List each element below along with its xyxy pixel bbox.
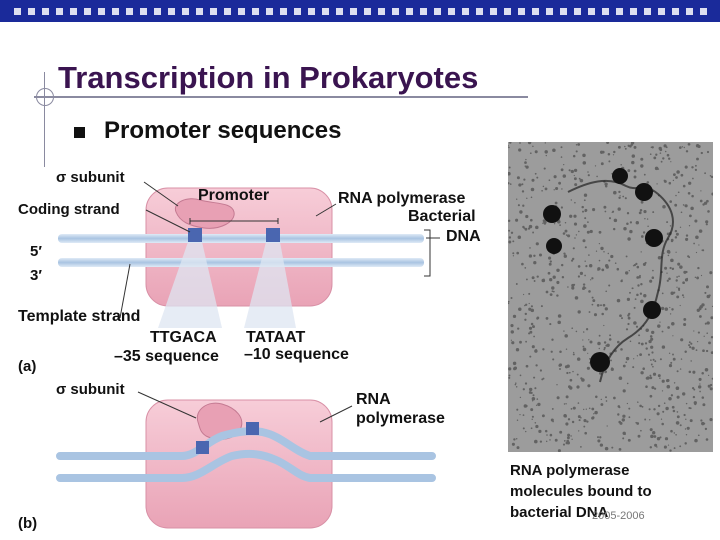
dna-end-bracket [424,229,431,277]
polymerase-molecule [543,205,561,223]
bullet-promoter-sequences: Promoter sequences [104,117,342,144]
slide-title: Transcription in Prokaryotes [58,60,479,95]
caption-line-3: bacterial DNA [510,504,609,521]
polymerase-molecule [612,168,628,184]
promoter-box-10 [266,228,280,242]
panel-b-label: (b) [18,515,37,532]
bacterial-label: Bacterial [408,208,476,225]
title-underline [34,96,528,98]
polymerase-label-b: polymerase [356,410,445,427]
sigma-label-a: σ subunit [56,169,125,186]
panel-a-label: (a) [18,358,36,375]
sigma-leader-b [137,391,197,419]
caption-line-1: RNA polymerase [510,462,630,479]
sigma-label-b: σ subunit [56,381,125,398]
sigma-leader-a [143,181,179,207]
template-strand-dna [58,258,424,267]
minus10-sequence-label: –10 sequence [244,346,349,363]
promoter-bracket [189,218,279,224]
dna-label: DNA [446,228,481,245]
rna-polymerase-label: RNA polymerase [338,190,466,207]
coding-leader [145,209,191,233]
polymerase-molecule [635,183,653,201]
polymerase-molecule [645,229,663,247]
coding-strand-dna [58,234,424,243]
seq-10-label: TATAAT [246,329,305,346]
dna-thread [567,179,674,383]
rna-polymerase-b [145,399,333,529]
polymerase-molecule [590,352,610,372]
promoter-label: Promoter [198,187,269,204]
bullet-square-icon [74,127,85,138]
coding-strand-label: Coding strand [18,201,120,218]
top-decorative-bar [0,0,720,22]
polymerase-leader-a [315,203,337,217]
polymerase-leader-b [319,405,353,423]
template-strand-label: Template strand [18,308,140,325]
rna-label-b: RNA [356,391,391,408]
panel-a: σ subunit Promoter Coding strand RNA pol… [18,169,481,375]
dna-strand-b-bottom [56,449,436,482]
copyright-text: 2005-2006 [592,510,645,522]
minus35-sequence-label: –35 sequence [114,348,219,365]
promoter-box-b2 [246,422,259,435]
panel-b: σ subunit RNA polymerase (b) [18,381,445,532]
seq-35-label: TTGACA [150,329,217,346]
polymerase-molecule [546,238,562,254]
five-prime-label: 5′ [30,243,42,260]
cone-10 [244,242,296,328]
template-leader [119,263,131,319]
three-prime-label: 3′ [30,267,42,284]
promoter-box-b1 [196,441,209,454]
polymerase-molecule [643,301,661,319]
micrograph-caption: RNA polymerase molecules bound to bacter… [510,460,710,523]
electron-micrograph [508,142,713,452]
transcription-diagram: σ subunit Promoter Coding strand RNA pol… [18,169,481,532]
caption-line-2: molecules bound to [510,483,652,500]
title-cross-vertical-line [44,72,45,167]
cone-35 [158,242,222,328]
promoter-box-35 [188,228,202,242]
